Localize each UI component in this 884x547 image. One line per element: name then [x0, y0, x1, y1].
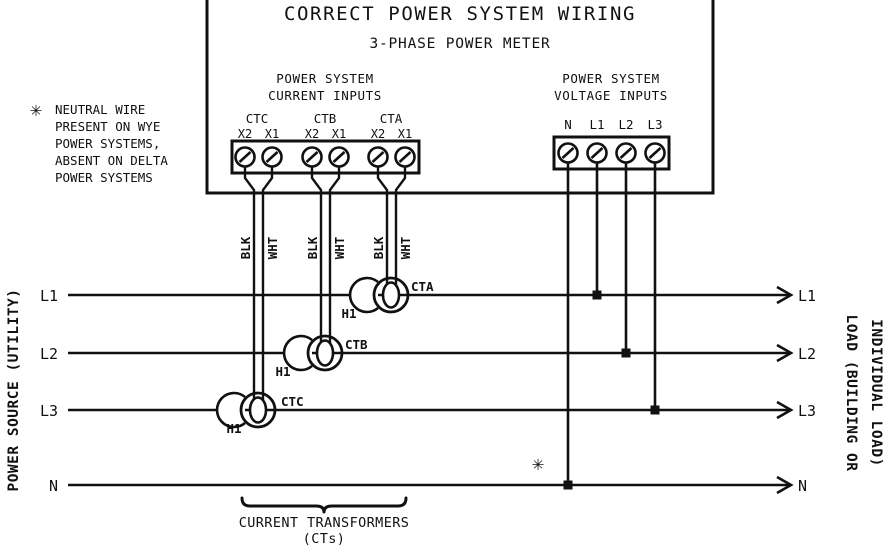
ct-group-caption-line2: (CTs) [303, 531, 346, 547]
terminal-label-ctb-x2: X2 [305, 127, 319, 141]
junction-dots [563, 290, 660, 490]
ct-label-cta: CTA [411, 279, 434, 294]
load-side-title-line2: INDIVIDUAL LOAD) [868, 319, 884, 467]
screw-terminal-ctc-x2[interactable] [234, 146, 256, 168]
wire-color-labels: BLK WHT BLK WHT BLK WHT [238, 236, 413, 259]
terminal-label-cta-x2: X2 [371, 127, 385, 141]
wire-label-ctc-blk: BLK [238, 236, 253, 259]
page-title: CORRECT POWER SYSTEM WIRING [284, 3, 636, 25]
ct-label-ctc: CTC [281, 394, 304, 409]
ct-polarity-ctb: H1 [275, 364, 290, 379]
wire-label-ctb-wht: WHT [332, 237, 347, 260]
terminal-label-ctc-x1: X1 [265, 127, 279, 141]
screw-terminal-ctc-x1[interactable] [261, 146, 283, 168]
ct-secondary-wires-ctb [310, 166, 341, 343]
screw-terminal-cta-x1[interactable] [394, 146, 416, 168]
ct-polarity-ctc: H1 [226, 421, 241, 436]
ct-group-label-ctc: CTC [246, 111, 269, 126]
source-line-label-l1: L1 [40, 287, 58, 305]
screw-terminal-ctb-x1[interactable] [328, 146, 350, 168]
load-line-label-n: N [798, 477, 807, 495]
terminal-label-cta-x1: X1 [398, 127, 412, 141]
ct-group-brace [240, 496, 408, 514]
note-line-3: POWER SYSTEMS, [55, 136, 160, 151]
ct-secondary-wires-ctc [243, 166, 274, 400]
junction-l3 [650, 405, 660, 415]
load-line-label-l2: L2 [798, 345, 816, 363]
load-line-label-l3: L3 [798, 402, 816, 420]
screw-terminal-v-l3[interactable] [644, 142, 666, 164]
wire-label-ctc-wht: WHT [265, 237, 280, 260]
screw-terminal-v-n[interactable] [557, 142, 579, 164]
ct-label-ctb: CTB [345, 337, 368, 352]
screw-terminal-cta-x2[interactable] [367, 146, 389, 168]
wire-label-cta-wht: WHT [398, 237, 413, 260]
arrowheads [776, 285, 794, 495]
terminal-label-v-l2: L2 [618, 117, 633, 132]
voltage-inputs-heading-line1: POWER SYSTEM [562, 71, 660, 86]
meter-enclosure [205, 0, 715, 195]
voltage-tap-drops [566, 162, 657, 485]
neutral-note: ✳ NEUTRAL WIRE PRESENT ON WYE POWER SYST… [30, 97, 168, 185]
ct-polarity-cta: H1 [341, 306, 356, 321]
terminal-label-ctc-x2: X2 [238, 127, 252, 141]
load-side-title-line1: LOAD (BUILDING OR [843, 315, 859, 472]
current-transformer-ctb[interactable] [282, 334, 344, 372]
terminal-label-ctb-x1: X1 [332, 127, 346, 141]
wire-label-ctb-blk: BLK [305, 236, 320, 259]
terminal-label-v-l3: L3 [647, 117, 662, 132]
terminal-label-v-l1: L1 [589, 117, 604, 132]
note-line-1: NEUTRAL WIRE [55, 102, 145, 117]
current-terminal-block[interactable] [230, 139, 421, 175]
ct-secondary-wires-cta [376, 166, 407, 285]
junction-n [563, 480, 573, 490]
page-subtitle: 3-PHASE POWER METER [369, 36, 550, 52]
current-inputs-heading: POWER SYSTEM CURRENT INPUTS [268, 71, 382, 103]
source-line-label-n: N [49, 477, 58, 495]
terminal-label-v-n: N [564, 117, 572, 132]
ct-group-label-cta: CTA [380, 111, 403, 126]
source-side-title: POWER SOURCE (UTILITY) [6, 288, 22, 491]
screw-terminal-ctb-x2[interactable] [301, 146, 323, 168]
screw-terminal-v-l1[interactable] [586, 142, 608, 164]
asterisk-icon: ✳ [30, 97, 42, 121]
source-line-label-l2: L2 [40, 345, 58, 363]
current-inputs-heading-line2: CURRENT INPUTS [268, 88, 382, 103]
conductor-lines [68, 293, 790, 487]
note-line-5: POWER SYSTEMS [55, 170, 153, 185]
current-transformer-cta[interactable] [348, 276, 410, 314]
current-inputs-heading-line1: POWER SYSTEM [276, 71, 374, 86]
note-line-4: ABSENT ON DELTA [55, 153, 168, 168]
neutral-asterisk-icon: ✳ [532, 451, 544, 475]
load-line-label-l1: L1 [798, 287, 816, 305]
current-transformer-ctc[interactable] [215, 391, 277, 429]
voltage-inputs-heading-line2: VOLTAGE INPUTS [554, 88, 668, 103]
junction-l1 [592, 290, 602, 300]
ct-group-caption-line1: CURRENT TRANSFORMERS [239, 515, 410, 531]
junction-l2 [621, 348, 631, 358]
screw-terminal-v-l2[interactable] [615, 142, 637, 164]
wire-label-cta-blk: BLK [371, 236, 386, 259]
note-line-2: PRESENT ON WYE [55, 119, 160, 134]
voltage-inputs-heading: POWER SYSTEM VOLTAGE INPUTS [554, 71, 668, 103]
source-line-label-l3: L3 [40, 402, 58, 420]
ct-group-label-ctb: CTB [314, 111, 337, 126]
